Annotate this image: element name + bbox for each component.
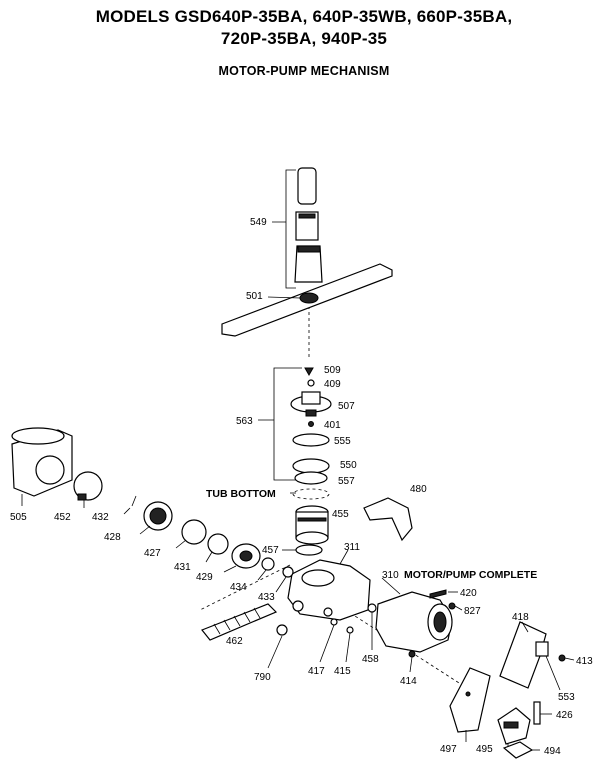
label-311: 311 (344, 542, 360, 553)
part-495-grommet[interactable] (497, 707, 531, 745)
part-458-screw[interactable] (367, 603, 377, 613)
part-549-wash-tower[interactable] (294, 167, 323, 283)
label-433: 433 (258, 592, 275, 603)
label-563: 563 (236, 416, 253, 427)
label-480: 480 (410, 484, 427, 495)
centerline-motor (329, 599, 471, 691)
part-428-filter[interactable] (143, 501, 173, 531)
part-553-clip[interactable] (535, 641, 549, 657)
label-505: 505 (10, 512, 27, 523)
label-420: 420 (460, 588, 477, 599)
label-494: 494 (544, 746, 561, 757)
label-432: 432 (92, 512, 109, 523)
part-462-hose[interactable] (201, 603, 278, 641)
part-420-screw[interactable] (429, 589, 447, 599)
part-557-gasket[interactable] (294, 471, 328, 485)
label-417: 417 (308, 666, 325, 677)
label-tub-bottom: TUB BOTTOM (206, 488, 276, 500)
part-429-impeller[interactable] (231, 543, 261, 569)
label-462: 462 (226, 636, 243, 647)
part-505-chamber[interactable] (11, 427, 73, 497)
diagram-subtitle: MOTOR-PUMP MECHANISM (218, 64, 390, 78)
label-550: 550 (340, 460, 357, 471)
part-480-fitting[interactable] (363, 497, 413, 542)
part-432-pin[interactable] (131, 495, 137, 507)
label-827: 827 (464, 606, 481, 617)
part-509-screw[interactable] (304, 367, 314, 377)
part-434-cap[interactable] (261, 557, 275, 571)
label-452: 452 (54, 512, 71, 523)
part-415-washer[interactable] (346, 626, 354, 634)
label-458: 458 (362, 654, 379, 665)
part-555-ring[interactable] (292, 433, 330, 447)
part-452-clamp[interactable] (73, 471, 103, 501)
page-title-line-1: MODELS GSD640P-35BA, 640P-35WB, 660P-35B… (95, 7, 513, 26)
label-409: 409 (324, 379, 341, 390)
label-401: 401 (324, 420, 341, 431)
part-790-clamp[interactable] (276, 624, 288, 636)
label-434: 434 (230, 582, 247, 593)
label-557: 557 (338, 476, 355, 487)
label-310: 310 (382, 570, 399, 581)
label-497: 497 (440, 744, 457, 755)
label-motor-pump-complete: MOTOR/PUMP COMPLETE (404, 569, 537, 581)
label-457: 457 (262, 545, 279, 556)
part-427-ring[interactable] (181, 519, 207, 545)
label-790: 790 (254, 672, 271, 683)
label-501: 501 (246, 291, 263, 302)
label-509: 509 (324, 365, 341, 376)
tub-bottom-outline (292, 488, 330, 500)
part-433-plug[interactable] (282, 566, 294, 578)
label-414: 414 (400, 676, 417, 687)
part-414-screw[interactable] (408, 650, 416, 658)
label-415: 415 (334, 666, 351, 677)
part-417-washer[interactable] (330, 618, 338, 626)
label-429: 429 (196, 572, 213, 583)
part-401-ball[interactable] (308, 421, 314, 427)
part-497-mount[interactable] (449, 667, 491, 733)
part-507-hub[interactable] (290, 391, 332, 417)
part-550-seal[interactable] (292, 458, 330, 474)
label-555: 555 (334, 436, 351, 447)
label-428: 428 (104, 532, 121, 543)
label-495: 495 (476, 744, 493, 755)
part-409-washer[interactable] (307, 379, 315, 387)
page-title-line-2: 720P-35BA, 940P-35 (220, 29, 388, 48)
label-413: 413 (576, 656, 593, 667)
part-310-motor[interactable] (375, 591, 453, 653)
label-418: 418 (512, 612, 529, 623)
label-549: 549 (250, 217, 267, 228)
centerline-hose (199, 564, 291, 611)
part-311-pump-body[interactable] (287, 559, 371, 621)
part-501-spray-arm[interactable] (221, 263, 393, 337)
part-426-rod[interactable] (533, 701, 541, 725)
label-455: 455 (332, 509, 349, 520)
label-507: 507 (338, 401, 355, 412)
part-431-seal[interactable] (207, 533, 229, 555)
part-457-ring[interactable] (295, 544, 323, 556)
label-553: 553 (558, 692, 575, 703)
label-431: 431 (174, 562, 191, 573)
label-426: 426 (556, 710, 573, 721)
part-413-screw[interactable] (558, 654, 566, 662)
part-455-pump-housing[interactable] (295, 505, 329, 545)
part-827-screw[interactable] (448, 602, 456, 610)
label-427: 427 (144, 548, 161, 559)
